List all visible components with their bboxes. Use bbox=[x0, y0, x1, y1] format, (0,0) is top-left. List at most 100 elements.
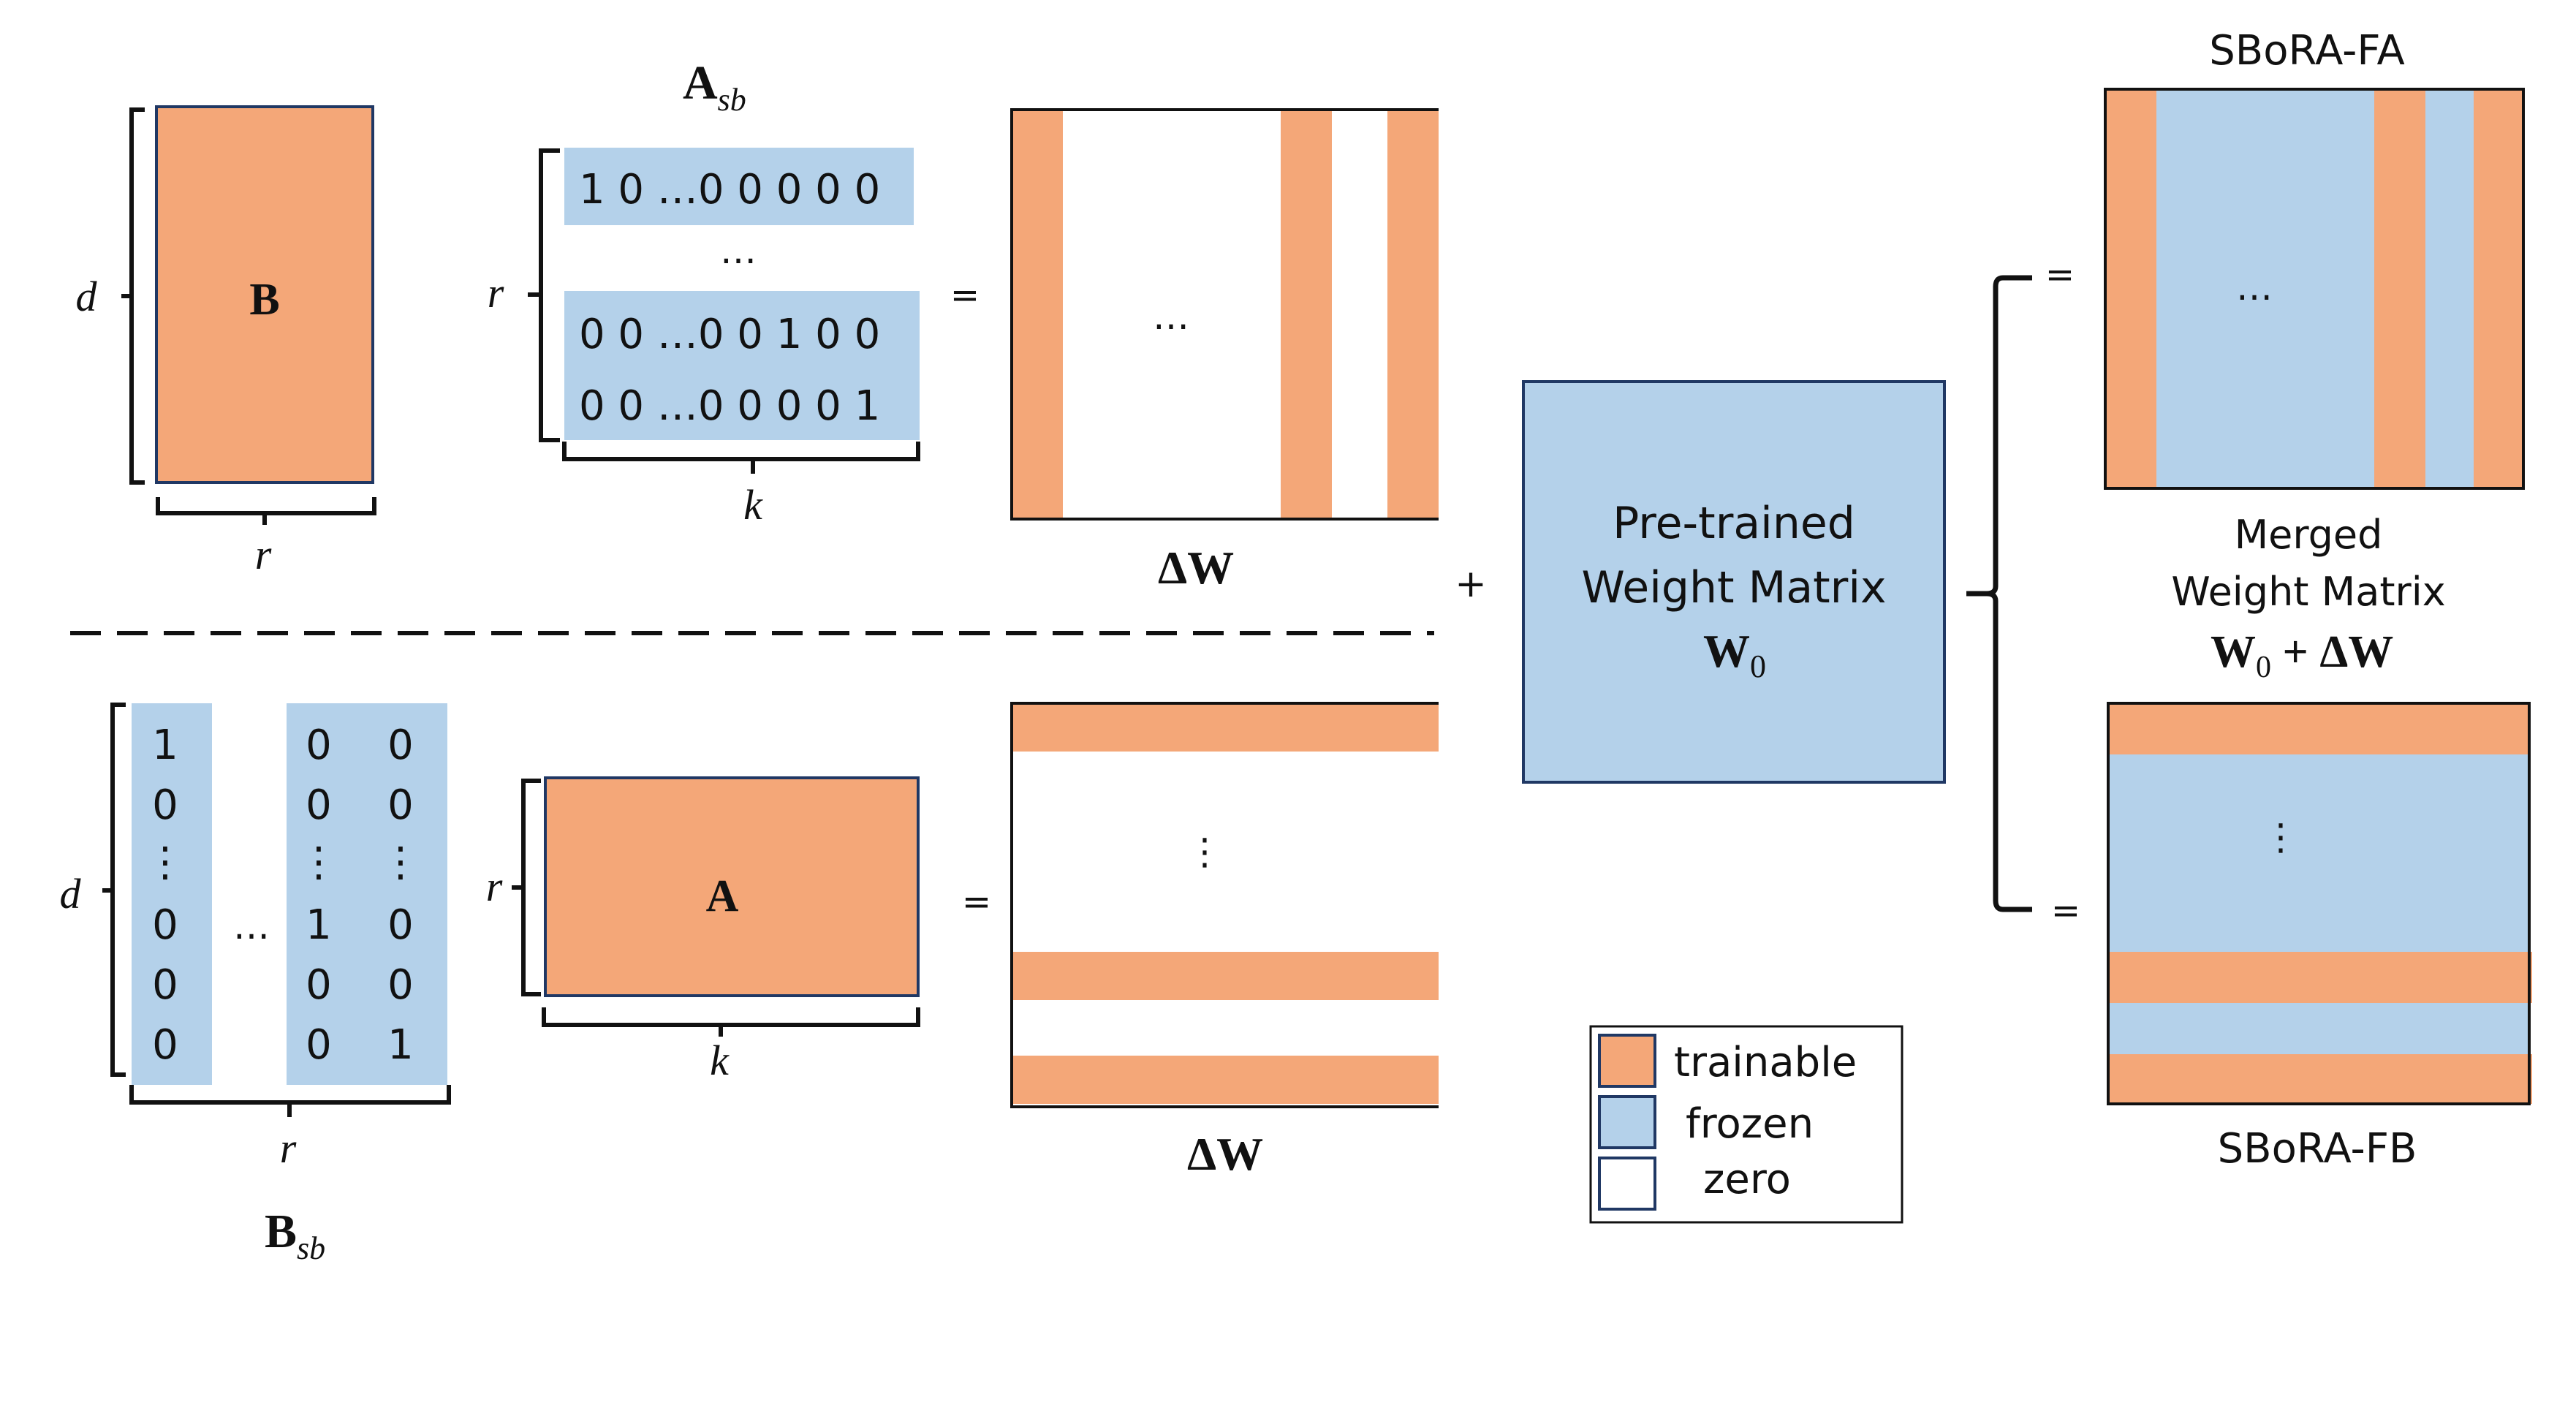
bsb-c3-r2: 0 bbox=[387, 781, 414, 829]
asb-vdots: … bbox=[720, 230, 757, 272]
bsb-col-block-2 bbox=[287, 703, 447, 1085]
bsb-c1-r4: 0 bbox=[152, 901, 178, 949]
sbora-fb-dots: ⋮ bbox=[2262, 816, 2299, 858]
d-brace-top bbox=[121, 107, 145, 485]
legend-swatch-trainable bbox=[1598, 1034, 1656, 1088]
bsb-c2-r4: 1 bbox=[306, 901, 332, 949]
matrix-asb-title: Asb bbox=[683, 56, 746, 118]
sbora-fa-col-2 bbox=[2374, 89, 2425, 488]
legend-swatch-zero bbox=[1598, 1157, 1656, 1211]
r-brace-asb bbox=[528, 148, 560, 442]
dw-top-col-1 bbox=[1012, 110, 1063, 519]
bsb-c1-r6: 0 bbox=[152, 1021, 178, 1069]
matrix-a-bottom-label: A bbox=[706, 871, 739, 921]
dw-bottom-row-2 bbox=[1012, 952, 1439, 1000]
bsb-c3-r5: 0 bbox=[387, 961, 414, 1009]
r-label-a-bottom: r bbox=[486, 863, 503, 910]
bsb-c1-r5: 0 bbox=[152, 961, 178, 1009]
bsb-c3-r6: 1 bbox=[387, 1021, 414, 1069]
bsb-c2-r5: 0 bbox=[306, 961, 332, 1009]
dw-top-dots: … bbox=[1153, 295, 1189, 338]
sbora-fa-title: SBoRA-FA bbox=[2209, 27, 2405, 75]
asb-row-2 bbox=[564, 291, 920, 440]
merged-formula: W0 + ΔW bbox=[2211, 627, 2393, 684]
asb-row-1 bbox=[564, 148, 914, 225]
bsb-c2-r3: ⋮ bbox=[298, 839, 339, 886]
sbora-fb-row-1 bbox=[2108, 703, 2529, 754]
legend-swatch-frozen bbox=[1598, 1095, 1656, 1149]
bsb-col-1: 1 0 ⋮ 0 0 0 bbox=[145, 722, 186, 1069]
legend-label-zero: zero bbox=[1703, 1156, 1791, 1203]
dw-top-zero bbox=[1012, 110, 1439, 519]
dw-top-col-3 bbox=[1387, 110, 1439, 519]
bsb-c1-r1: 1 bbox=[152, 722, 178, 769]
dw-bottom-row-3 bbox=[1012, 1056, 1439, 1104]
asb-row-1-text: 1 0 …0 0 0 0 0 bbox=[579, 166, 880, 213]
asb-row-2-text: 0 0 …0 0 1 0 0 bbox=[579, 311, 880, 358]
dw-bottom-dots: ⋮ bbox=[1186, 830, 1223, 873]
matrix-a-bottom bbox=[544, 776, 920, 997]
merge-brace bbox=[1966, 275, 2032, 912]
legend-label-frozen: frozen bbox=[1686, 1100, 1814, 1148]
pretrained-line-1: Pre-trained bbox=[1613, 498, 1855, 549]
bsb-c3-r1: 0 bbox=[387, 722, 414, 769]
dw-top-col-2 bbox=[1281, 110, 1332, 519]
matrix-b-top-label: B bbox=[249, 275, 279, 325]
sbora-fa-dots: … bbox=[2236, 266, 2273, 309]
sbora-fb-row-3 bbox=[2108, 1054, 2532, 1104]
r-label-bsb: r bbox=[280, 1124, 297, 1172]
dw-bottom-frame bbox=[1010, 702, 1439, 1108]
equals-bottom: = bbox=[962, 882, 991, 923]
bsb-c1-r2: 0 bbox=[152, 781, 178, 829]
pretrained-line-2: Weight Matrix bbox=[1581, 562, 1886, 613]
bsb-c2-r1: 0 bbox=[306, 722, 332, 769]
sbora-fb-frame bbox=[2107, 702, 2531, 1105]
legend-label-trainable: trainable bbox=[1674, 1039, 1857, 1086]
bsb-col-block-1 bbox=[132, 703, 212, 1085]
dw-top-label: ΔW bbox=[1158, 542, 1234, 594]
sbora-fb-equals: = bbox=[2051, 890, 2080, 931]
bsb-col-3: 0 0 ⋮ 0 0 1 bbox=[380, 722, 421, 1069]
d-brace-bottom bbox=[102, 703, 126, 1077]
matrix-b-top bbox=[155, 105, 374, 484]
pretrained-w0: W0 bbox=[1703, 625, 1766, 684]
pretrained-matrix bbox=[1522, 380, 1946, 784]
r-label-b-top: r bbox=[255, 531, 272, 578]
r-brace-a-bottom bbox=[512, 779, 541, 996]
dw-top-frame bbox=[1010, 108, 1439, 521]
bsb-c2-r2: 0 bbox=[306, 781, 332, 829]
r-label-asb: r bbox=[488, 269, 504, 317]
sbora-fa-frozen bbox=[2105, 89, 2523, 488]
k-brace-asb bbox=[562, 442, 920, 474]
d-label-top: d bbox=[76, 273, 98, 320]
bsb-c3-r4: 0 bbox=[387, 901, 414, 949]
sbora-fb-title: SBoRA-FB bbox=[2218, 1125, 2417, 1173]
equals-top: = bbox=[950, 275, 980, 316]
sbora-fa-col-1 bbox=[2105, 89, 2156, 488]
d-label-bottom: d bbox=[60, 870, 82, 917]
k-label-asb: k bbox=[743, 481, 763, 529]
bsb-c3-r3: ⋮ bbox=[380, 839, 421, 886]
asb-row-3-text: 0 0 …0 0 0 0 1 bbox=[579, 382, 880, 430]
matrix-bsb-title: Bsb bbox=[265, 1205, 325, 1266]
sbora-fb-frozen bbox=[2108, 703, 2529, 1104]
sbora-fa-frame bbox=[2104, 88, 2525, 490]
bsb-c2-r6: 0 bbox=[306, 1021, 332, 1069]
merged-line-1: Merged bbox=[2235, 512, 2383, 558]
k-brace-a-bottom bbox=[542, 1007, 920, 1037]
sbora-fa-equals: = bbox=[2045, 254, 2075, 295]
r-brace-b-top bbox=[156, 497, 376, 525]
dw-bottom-zero bbox=[1012, 703, 1439, 1107]
merged-line-2: Weight Matrix bbox=[2171, 569, 2445, 615]
plus-sign: + bbox=[1455, 562, 1487, 606]
bsb-hdots: … bbox=[233, 905, 270, 947]
bsb-c1-r3: ⋮ bbox=[145, 839, 186, 886]
dw-bottom-row-1 bbox=[1012, 703, 1439, 752]
sbora-fa-col-3 bbox=[2474, 89, 2523, 488]
sbora-fb-row-2 bbox=[2108, 952, 2532, 1003]
r-brace-bsb bbox=[129, 1085, 451, 1117]
bsb-col-2: 0 0 ⋮ 1 0 0 bbox=[298, 722, 339, 1069]
k-label-a-bottom: k bbox=[710, 1037, 730, 1084]
dw-bottom-label: ΔW bbox=[1187, 1128, 1263, 1180]
